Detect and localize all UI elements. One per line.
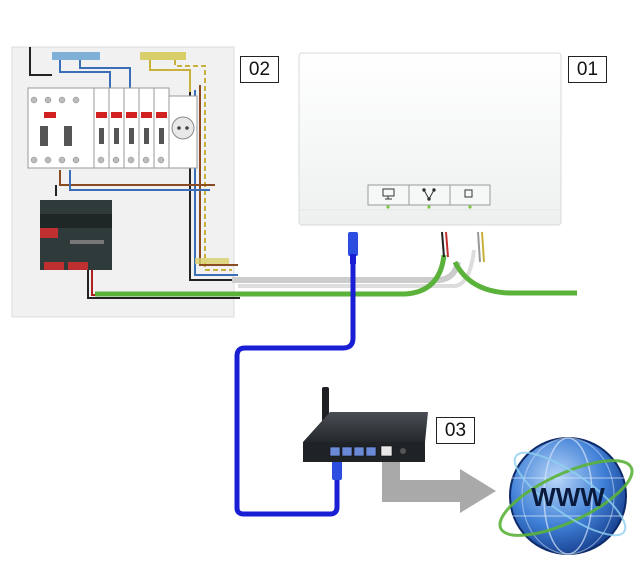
system-access-point (298, 52, 562, 226)
distribution-board (11, 46, 240, 318)
socket-outlet (168, 95, 198, 169)
gateway-housing (298, 52, 562, 226)
gateway-button-strip (367, 184, 491, 206)
neutral-terminal-bar (52, 52, 100, 60)
wan-port (380, 445, 393, 457)
power-supply-unit (40, 200, 112, 270)
network-icon (422, 188, 436, 201)
callout-01: 01 (568, 56, 607, 83)
www-label: WWW (531, 482, 605, 512)
bus-cable (95, 231, 577, 297)
lan-plug-gateway (348, 232, 358, 256)
internet-arrow (382, 462, 496, 513)
callout-02: 02 (240, 56, 279, 83)
router-top (303, 412, 428, 442)
monitor-icon (382, 188, 395, 200)
square-icon (464, 189, 473, 198)
wireless-router (303, 387, 428, 462)
www-globe-icon: WWW (498, 437, 634, 555)
ethernet-ports (329, 445, 406, 457)
callout-03: 03 (436, 417, 475, 444)
earth-terminal-bar (140, 52, 186, 60)
lan-cable (234, 232, 358, 517)
